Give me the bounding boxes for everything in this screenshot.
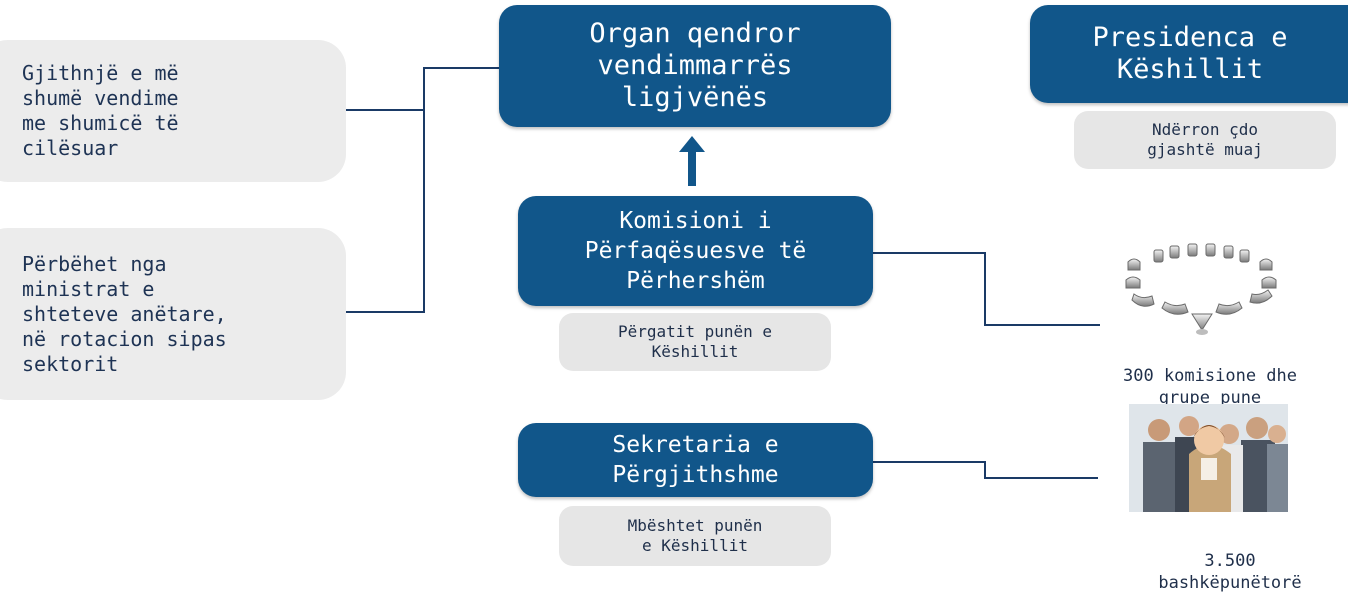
committee-circle-icon — [1125, 243, 1277, 335]
box-central-body-label: Organ qendror vendimmarrës ligjvënës — [589, 18, 801, 113]
note-presidency: Ndërron çdo gjashtë muaj — [1074, 111, 1336, 169]
note-composition-text: Përbëhet nga ministrat e shteteve anëtar… — [22, 251, 227, 376]
note-composition: Përbëhet nga ministrat e shteteve anëtar… — [0, 228, 346, 400]
connector-committees — [870, 252, 1100, 326]
caption-staff: 3.500 bashkëpunëtorë — [1110, 528, 1348, 594]
box-general-secretariat-label: Sekretaria e Përgjithshme — [612, 432, 779, 488]
note-qualified-majority-text: Gjithnjë e më shumë vendime me shumicë t… — [22, 61, 179, 160]
box-central-body: Organ qendror vendimmarrës ligjvënës — [499, 5, 891, 127]
caption-staff-text: 3.500 bashkëpunëtorë — [1158, 551, 1302, 593]
connector-composition — [346, 110, 425, 313]
note-general-secretariat: Mbështet punën e Këshillit — [559, 506, 831, 566]
note-coreper: Përgatit punën e Këshillit — [559, 313, 831, 371]
up-arrow-icon — [679, 136, 705, 186]
connector-staff — [870, 461, 1098, 479]
note-qualified-majority: Gjithnjë e më shumë vendime me shumicë t… — [0, 40, 346, 182]
box-presidency: Presidenca e Këshillit — [1030, 5, 1348, 103]
note-presidency-text: Ndërron çdo gjashtë muaj — [1147, 120, 1263, 159]
connector-side-notes — [346, 67, 500, 111]
caption-committees-text: 300 komisione dhe grupe pune — [1123, 366, 1297, 408]
box-general-secretariat: Sekretaria e Përgjithshme — [518, 423, 873, 497]
box-presidency-label: Presidenca e Këshillit — [1092, 22, 1288, 85]
staff-photo-icon — [1129, 404, 1288, 512]
box-coreper: Komisioni i Përfaqësuesve të Përhershëm — [518, 196, 873, 306]
connector-lines — [346, 67, 1100, 479]
box-coreper-label: Komisioni i Përfaqësuesve të Përhershëm — [584, 208, 807, 294]
caption-committees: 300 komisione dhe grupe pune — [1072, 343, 1348, 409]
note-coreper-text: Përgatit punën e Këshillit — [617, 322, 773, 361]
note-general-secretariat-text: Mbështet punën e Këshillit — [627, 516, 763, 555]
